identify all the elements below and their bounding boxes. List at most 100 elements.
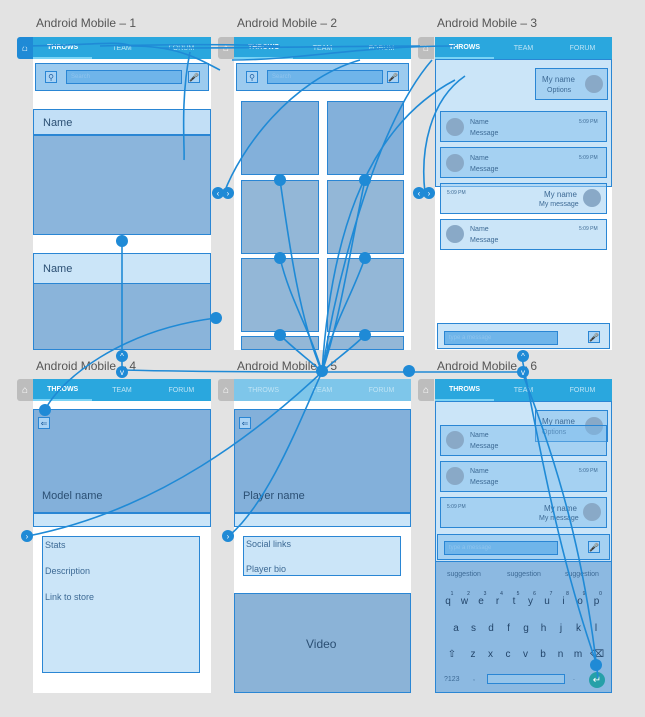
key-v[interactable]: v: [523, 649, 528, 660]
key-e[interactable]: e: [478, 596, 484, 607]
message-in[interactable]: [440, 111, 607, 142]
key-n[interactable]: n: [557, 649, 564, 660]
period-key[interactable]: .: [573, 675, 575, 682]
link-arrow-icon[interactable]: ›: [21, 530, 33, 542]
key-g[interactable]: g: [523, 623, 529, 634]
image-card-a[interactable]: [33, 135, 211, 235]
suggestion-chip[interactable]: suggestion: [565, 571, 599, 578]
key-y[interactable]: y: [528, 596, 533, 607]
key-w[interactable]: w: [460, 596, 469, 607]
tab-throws[interactable]: THROWS: [435, 379, 494, 401]
key-k[interactable]: k: [576, 623, 581, 634]
tab-throws[interactable]: THROWS: [234, 37, 293, 59]
suggestion-chip[interactable]: suggestion: [507, 571, 541, 578]
key-c[interactable]: c: [505, 649, 511, 660]
key-r[interactable]: r: [495, 596, 500, 607]
num-key[interactable]: ?123: [444, 676, 460, 683]
search-icon[interactable]: ⚲: [246, 71, 258, 83]
link-arrow-icon[interactable]: ‹: [212, 187, 224, 199]
tab-team[interactable]: TEAM: [112, 44, 132, 52]
grid-tile[interactable]: [241, 180, 319, 254]
key-z[interactable]: z: [470, 649, 476, 660]
mic-icon[interactable]: 🎤: [588, 541, 600, 553]
grid-tile[interactable]: [327, 180, 404, 254]
tab-forum[interactable]: FORUM: [168, 44, 195, 52]
link-arrow-icon[interactable]: ^: [517, 350, 529, 362]
home-icon[interactable]: ⌂: [218, 379, 234, 401]
comma-key[interactable]: ,: [473, 675, 475, 682]
key-o[interactable]: o: [577, 596, 583, 607]
search-icon[interactable]: ⚲: [45, 71, 57, 83]
search-input[interactable]: Search: [66, 70, 182, 84]
message-out[interactable]: [440, 183, 607, 214]
search-input[interactable]: Search: [267, 70, 383, 84]
home-icon[interactable]: ⌂: [218, 37, 234, 59]
store-link[interactable]: Link to store: [45, 592, 95, 602]
tab-team[interactable]: TEAM: [513, 44, 534, 52]
tab-throws[interactable]: THROWS: [247, 386, 280, 394]
tab-forum[interactable]: FORUM: [168, 386, 195, 394]
details-card[interactable]: [42, 536, 200, 673]
video-player[interactable]: [234, 593, 411, 693]
back-arrow-icon[interactable]: ⇐: [239, 417, 251, 429]
key-h[interactable]: h: [540, 623, 547, 634]
key-t[interactable]: t: [512, 596, 516, 607]
shift-key-icon[interactable]: ⇧: [447, 649, 457, 660]
back-arrow-icon[interactable]: ⇐: [38, 417, 50, 429]
key-x[interactable]: x: [488, 649, 493, 660]
link-arrow-icon[interactable]: v: [517, 366, 529, 378]
home-icon[interactable]: ⌂: [418, 379, 434, 401]
options-link[interactable]: Options: [547, 87, 572, 94]
tab-forum[interactable]: FORUM: [368, 386, 395, 394]
key-f[interactable]: f: [507, 623, 510, 634]
key-j[interactable]: j: [559, 623, 563, 634]
message-in[interactable]: [440, 147, 607, 178]
key-s[interactable]: s: [471, 623, 476, 634]
grid-tile[interactable]: [241, 101, 319, 175]
message-in[interactable]: [440, 425, 607, 456]
grid-tile[interactable]: [327, 258, 404, 332]
message-out[interactable]: [440, 497, 607, 528]
home-icon[interactable]: ⌂: [418, 37, 434, 59]
message-in[interactable]: [440, 461, 607, 492]
link-arrow-icon[interactable]: ›: [222, 530, 234, 542]
key-l[interactable]: l: [594, 623, 598, 634]
tab-team[interactable]: TEAM: [513, 386, 534, 394]
key-m[interactable]: m: [573, 649, 583, 660]
suggestion-chip[interactable]: suggestion: [447, 571, 481, 578]
tab-forum[interactable]: FORUM: [569, 386, 596, 394]
name-row-a[interactable]: [33, 109, 211, 135]
space-key[interactable]: [487, 674, 565, 684]
message-input[interactable]: type a message: [444, 541, 558, 555]
enter-key-icon[interactable]: ↵: [589, 672, 605, 688]
social-links[interactable]: Social links: [246, 539, 292, 549]
home-icon[interactable]: ⌂: [17, 37, 33, 59]
tab-forum[interactable]: FORUM: [569, 44, 596, 52]
tab-throws[interactable]: THROWS: [435, 37, 494, 59]
mic-icon[interactable]: 🎤: [188, 71, 200, 83]
key-b[interactable]: b: [540, 649, 546, 660]
link-arrow-icon[interactable]: ›: [222, 187, 234, 199]
grid-tile[interactable]: [327, 101, 404, 175]
message-in[interactable]: [440, 219, 607, 250]
key-p[interactable]: p: [593, 596, 600, 607]
key-q[interactable]: q: [445, 596, 451, 607]
message-input[interactable]: type a message: [444, 331, 558, 345]
home-icon[interactable]: ⌂: [17, 379, 33, 401]
tab-team[interactable]: TEAM: [312, 386, 333, 394]
mic-icon[interactable]: 🎤: [387, 71, 399, 83]
link-arrow-icon[interactable]: ^: [116, 350, 128, 362]
image-card-b[interactable]: [33, 283, 211, 350]
bio-card[interactable]: [243, 536, 401, 576]
tab-throws[interactable]: THROWS: [33, 379, 93, 401]
key-i[interactable]: i: [562, 596, 565, 607]
key-a[interactable]: a: [453, 623, 459, 634]
mic-icon[interactable]: 🎤: [588, 331, 600, 343]
key-d[interactable]: d: [488, 623, 494, 634]
key-u[interactable]: u: [544, 596, 550, 607]
tab-team[interactable]: TEAM: [112, 386, 132, 394]
link-arrow-icon[interactable]: ‹: [413, 187, 425, 199]
link-arrow-icon[interactable]: ›: [423, 187, 435, 199]
tab-throws[interactable]: THROWS: [33, 37, 93, 59]
tab-forum[interactable]: FORUM: [368, 44, 395, 52]
